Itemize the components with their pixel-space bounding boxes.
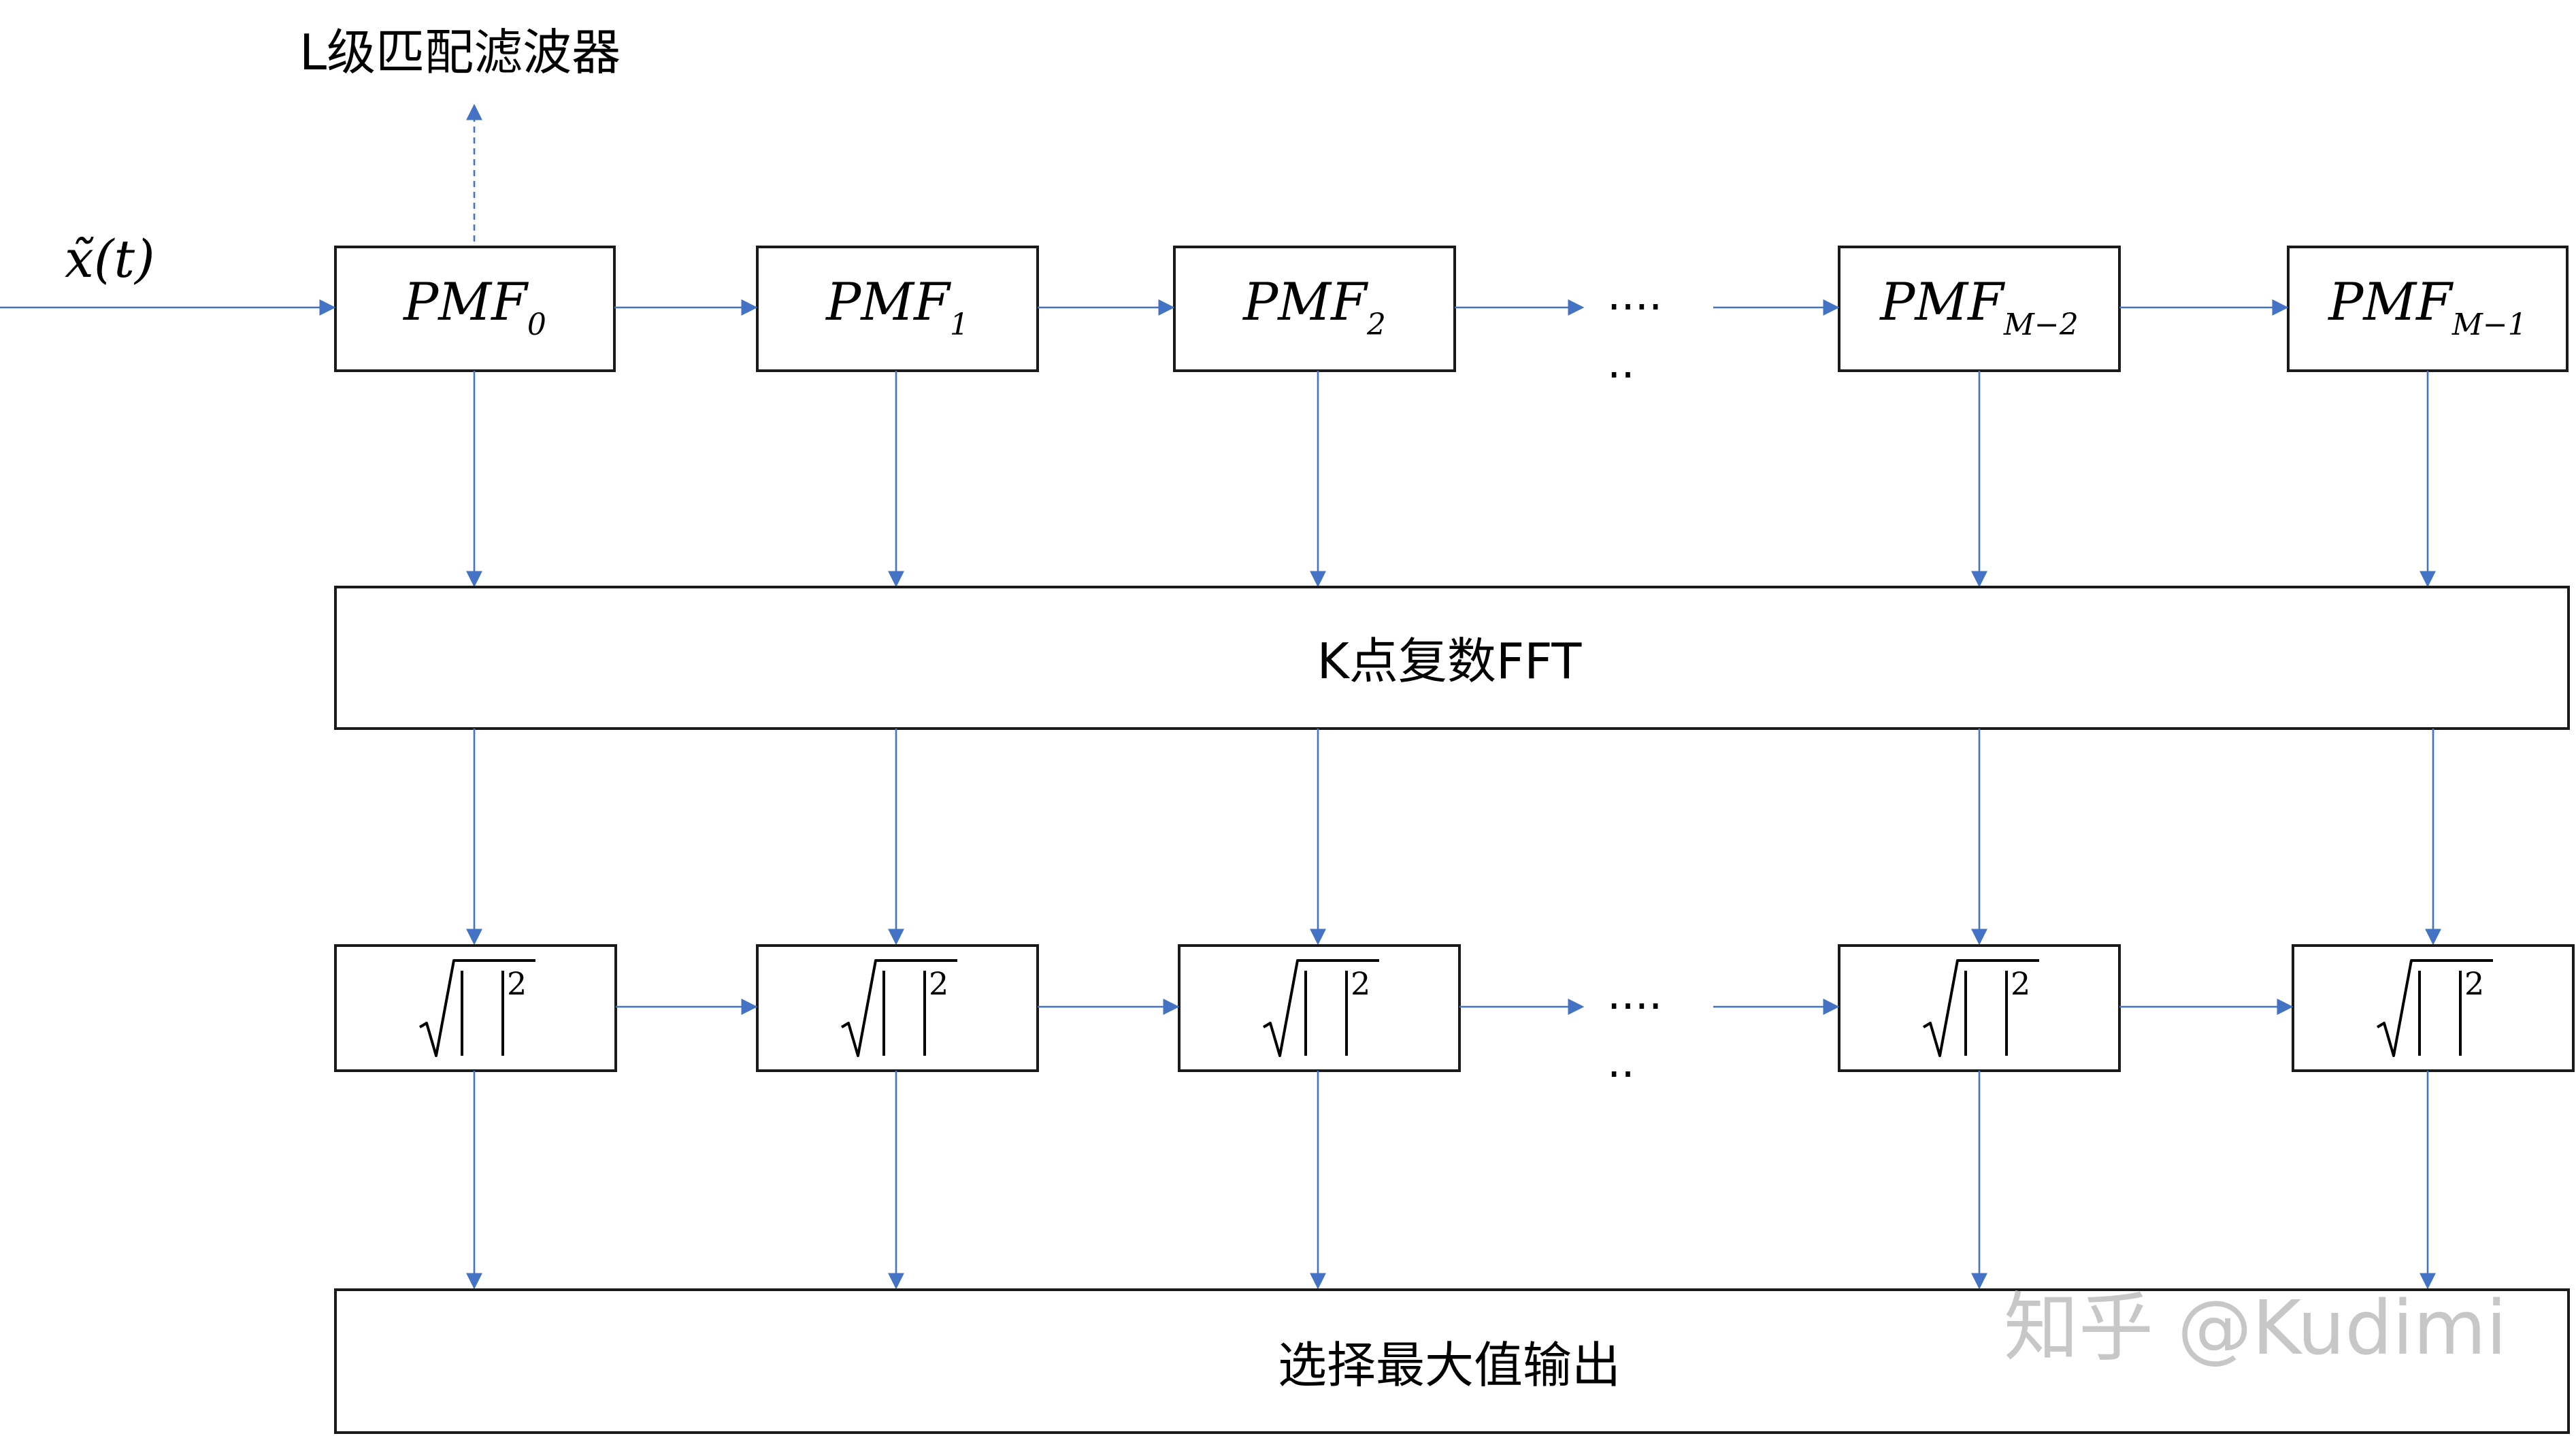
magnitude-superscript: 2 xyxy=(507,965,527,1002)
pmf-prefix: PMF xyxy=(2327,271,2454,332)
magnitude-symbol-m-2: 2 xyxy=(1922,959,2039,1057)
pmf-to-fft-arrows xyxy=(466,371,2436,588)
magnitude-symbol-m-1: 2 xyxy=(2376,959,2493,1057)
watermark: 知乎 @Kudimi xyxy=(2004,1284,2507,1371)
pmf-subscript: 1 xyxy=(950,307,969,342)
magnitude-symbol-1: 2 xyxy=(840,959,957,1057)
pmf-subscript: M−1 xyxy=(2451,307,2527,342)
fft-box xyxy=(334,586,2570,730)
magnitude-box-2 xyxy=(1178,944,1461,1072)
magnitude-box-1 xyxy=(756,944,1039,1072)
pmf-prefix: PMF xyxy=(1242,271,1368,332)
pmf-label-m-2: PMFM−2 xyxy=(1879,271,2079,342)
diagram-title: L级匹配滤波器 xyxy=(299,24,621,81)
magnitude-superscript: 2 xyxy=(929,965,948,1002)
pmf-label-1: PMF1 xyxy=(825,271,969,342)
magnitude-to-output-arrows xyxy=(466,1071,2436,1290)
pmf-prefix: PMF xyxy=(825,271,951,332)
magnitude-box-0 xyxy=(334,944,617,1072)
magnitude-row: 2 2 2 2 2 .... .. xyxy=(334,944,2575,1088)
magnitude-superscript: 2 xyxy=(1351,965,1370,1002)
input-signal-label: x̃(t) xyxy=(65,229,155,289)
pmf-prefix: PMF xyxy=(402,271,529,332)
pmf-box-m-2 xyxy=(1838,246,2121,372)
pmf-box-2 xyxy=(1173,246,1456,372)
pmf-label-m-1: PMFM−1 xyxy=(2327,271,2527,342)
fft-label: K点复数FFT xyxy=(1317,633,1583,690)
pmf-box-1 xyxy=(756,246,1039,372)
pmf-label-2: PMF2 xyxy=(1242,271,1386,342)
pmf-row: PMF0 PMF1 PMF2 PMFM−2 PMFM−1 .... .. xyxy=(334,246,2569,388)
ellipsis-top-row1: .... xyxy=(1607,270,1662,320)
ellipsis-bottom-row3: .. xyxy=(1607,1037,1635,1088)
magnitude-superscript: 2 xyxy=(2011,965,2030,1002)
output-label: 选择最大值输出 xyxy=(1278,1337,1621,1394)
output-box xyxy=(334,1288,2570,1434)
magnitude-superscript: 2 xyxy=(2464,965,2484,1002)
magnitude-symbol-2: 2 xyxy=(1262,959,1379,1057)
ellipsis-bottom-row1: .. xyxy=(1607,338,1635,388)
ellipsis-top-row3: .... xyxy=(1607,969,1662,1020)
pmf-subscript: 2 xyxy=(1366,307,1386,342)
pmf-label-0: PMF0 xyxy=(402,271,546,342)
pmf-prefix: PMF xyxy=(1879,271,2005,332)
fft-to-magnitude-arrows xyxy=(466,729,2441,946)
pmf-box-m-1 xyxy=(2287,246,2569,372)
pmf-subscript: M−2 xyxy=(2003,307,2079,342)
magnitude-symbol-0: 2 xyxy=(418,959,535,1057)
magnitude-box-m-1 xyxy=(2292,944,2575,1072)
pmf-subscript: 0 xyxy=(527,307,546,342)
magnitude-box-m-2 xyxy=(1838,944,2121,1072)
